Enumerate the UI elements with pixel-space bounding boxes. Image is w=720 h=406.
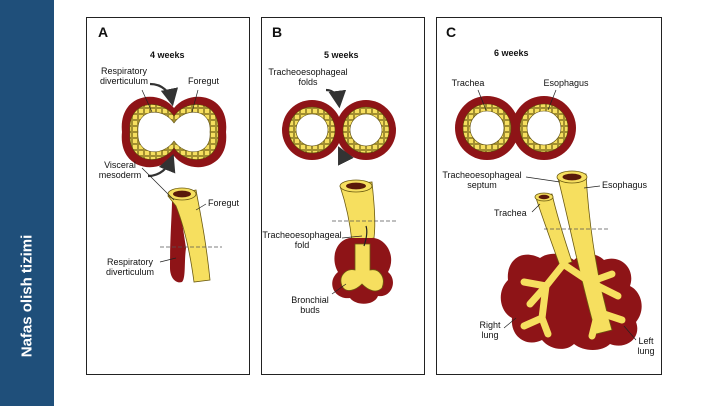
- sidebar: Nafas olish tizimi: [0, 0, 54, 406]
- leader-lines-c: [477, 89, 637, 341]
- panel-b-letter: B: [272, 24, 283, 40]
- arrow-top-a: [149, 82, 179, 107]
- arrow-bottom-a: [147, 153, 176, 178]
- arrow-bottom-b: [338, 146, 354, 166]
- arrow-top-b: [325, 88, 347, 109]
- panel-c-cross-section: [455, 96, 576, 160]
- label-trachea-top: Trachea: [451, 78, 485, 88]
- leader-lines-b: [331, 235, 363, 295]
- panel-b-week: 5 weeks: [324, 50, 359, 60]
- panel-a-letter: A: [98, 24, 109, 40]
- panel-c-letter: C: [446, 24, 457, 40]
- panel-b-tube-and-buds: [332, 179, 396, 304]
- label-foregut-top: Foregut: [188, 76, 220, 86]
- panel-a-foregut-tube: [160, 187, 222, 283]
- panel-b-cross-section: [282, 100, 396, 160]
- label-trachea-side: Trachea: [494, 208, 527, 218]
- label-esophagus-top: Esophagus: [543, 78, 589, 88]
- leader-lines-a: [141, 89, 207, 263]
- label-esophagus-side: Esophagus: [602, 180, 648, 190]
- panel-c-lungs: [500, 170, 642, 350]
- label-foregut-side: Foregut: [208, 198, 240, 208]
- panel-a-cross-section: [121, 96, 227, 168]
- panel-c-week: 6 weeks: [494, 48, 529, 58]
- panel-a-week: 4 weeks: [150, 50, 185, 60]
